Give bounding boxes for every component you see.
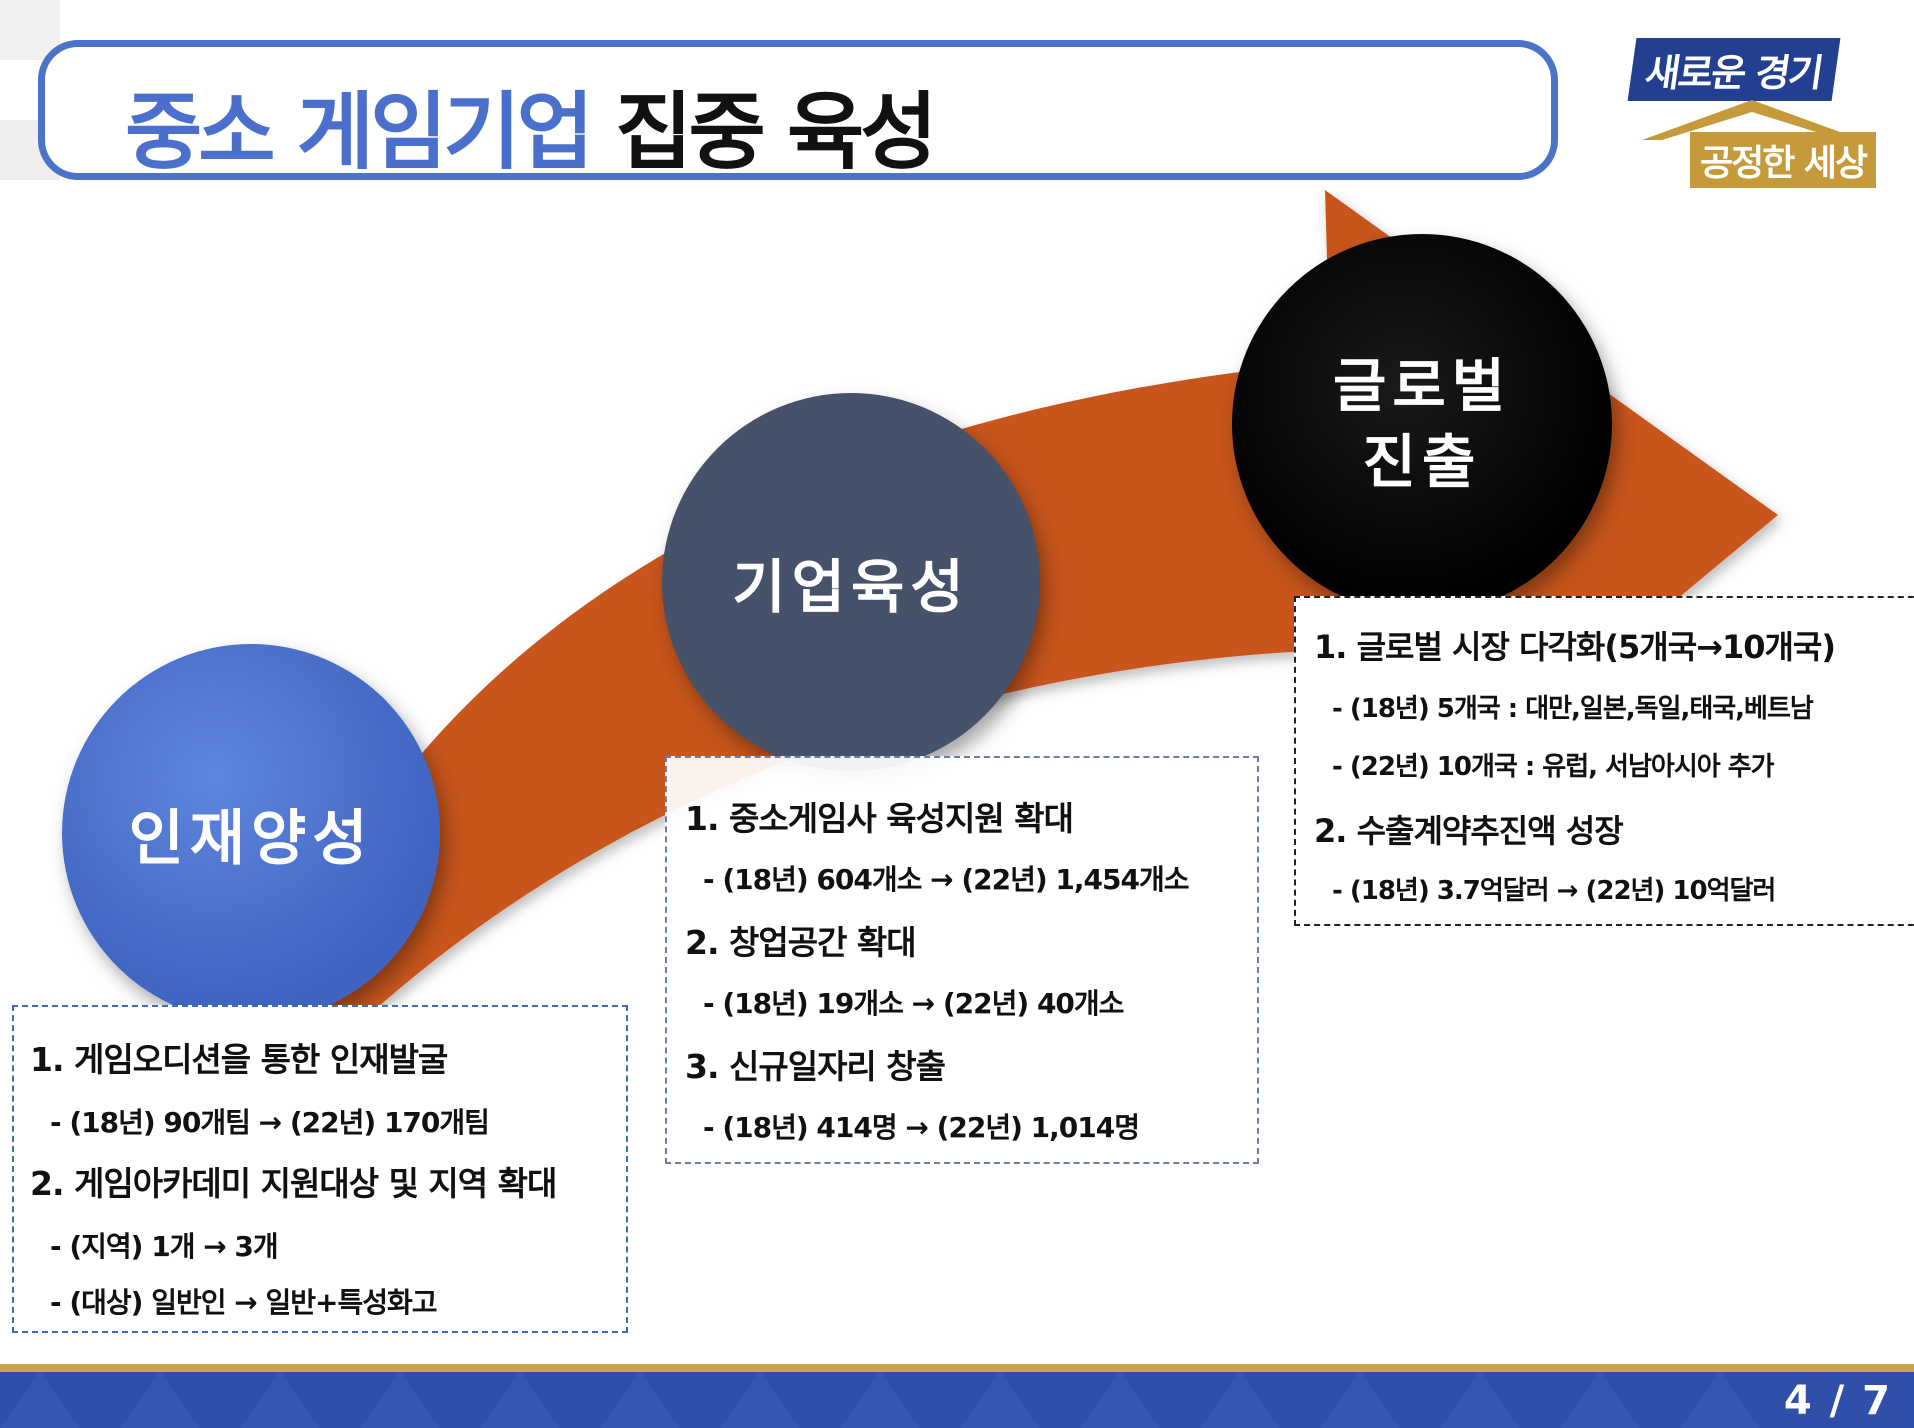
footer-bar: 4 / 7 [0,1364,1914,1428]
title-rest: 집중 육성 [615,83,937,181]
stage-global-circle: 글로벌 진출 [1232,234,1612,614]
talent-details-panel: 1. 게임오디션을 통한 인재발굴 - (18년) 90개팀 → (22년) 1… [12,1005,628,1333]
corp-details-panel: 1. 중소게임사 육성지원 확대 - (18년) 604개소 → (22년) 1… [665,756,1259,1164]
global-item-2-sub-1: - (18년) 3.7억달러 → (22년) 10억달러 [1332,876,1776,906]
talent-item-1-heading: 1. 게임오디션을 통한 인재발굴 [30,1040,448,1079]
talent-item-2-sub-2: - (대상) 일반인 → 일반+특성화고 [50,1286,437,1319]
title-box: 중소 게임기업 집중 육성 [38,40,1558,181]
global-item-1-sub-1: - (18년) 5개국 : 대만,일본,독일,태국,베트남 [1332,694,1814,724]
global-item-2-heading: 2. 수출계약추진액 성장 [1314,812,1624,850]
gyeonggi-logo: 새로운 경기 공정한 세상 [1622,32,1882,192]
stage-corp-circle: 기업육성 [662,393,1040,771]
global-details-panel: 1. 글로벌 시장 다각화(5개국→10개국) - (18년) 5개국 : 대만… [1294,596,1914,926]
footer-pattern [0,1372,1760,1428]
stage-corp-label: 기업육성 [732,553,970,621]
stage-global-label-line1: 글로벌 [1332,352,1512,420]
page-number: 4 / 7 [1783,1378,1892,1424]
talent-item-1-sub-1: - (18년) 90개팀 → (22년) 170개팀 [50,1106,490,1139]
title-highlight: 중소 게임기업 [125,83,594,181]
stage-global-label-line2: 진출 [1362,428,1482,496]
logo-bottom-text: 공정한 세상 [1690,132,1877,188]
corp-item-2-heading: 2. 창업공간 확대 [685,923,917,962]
corp-item-1-sub-1: - (18년) 604개소 → (22년) 1,454개소 [703,863,1190,896]
talent-item-2-heading: 2. 게임아카데미 지원대상 및 지역 확대 [30,1164,557,1203]
corp-item-3-heading: 3. 신규일자리 창출 [685,1047,946,1086]
page-title: 중소 게임기업 집중 육성 [125,65,938,186]
global-item-1-sub-2: - (22년) 10개국 : 유럽, 서남아시아 추가 [1332,752,1775,782]
global-item-1-heading: 1. 글로벌 시장 다각화(5개국→10개국) [1314,628,1836,666]
talent-item-2-sub-1: - (지역) 1개 → 3개 [50,1230,279,1263]
stage-talent-circle: 인재양성 [62,644,440,1022]
corp-item-1-heading: 1. 중소게임사 육성지원 확대 [685,799,1074,838]
stage-talent-label: 인재양성 [128,803,374,874]
corp-item-3-sub-1: - (18년) 414명 → (22년) 1,014명 [703,1111,1140,1144]
corp-item-2-sub-1: - (18년) 19개소 → (22년) 40개소 [703,987,1124,1020]
